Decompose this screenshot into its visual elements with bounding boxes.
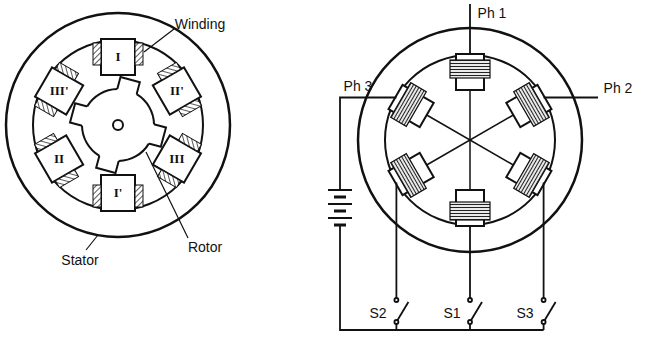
- part-label: Stator: [61, 253, 98, 267]
- rotor: [60, 67, 175, 182]
- pole-label: III: [169, 151, 184, 167]
- part-label: Winding: [175, 17, 226, 31]
- pole-label: I: [115, 49, 120, 65]
- phase-label: Ph 1: [478, 6, 507, 20]
- pole-label: II': [170, 83, 184, 99]
- part-label: Rotor: [188, 240, 222, 254]
- leader-lines: [86, 29, 188, 250]
- pole-label: III': [50, 83, 69, 99]
- motor-circuit: [328, 4, 598, 330]
- phase-label: Ph 3: [344, 79, 373, 93]
- switch-label: S3: [516, 306, 533, 320]
- switch-label: S1: [443, 306, 460, 320]
- stator-section: [6, 13, 230, 237]
- pole-label: I': [114, 185, 123, 201]
- cross-wires: [427, 90, 514, 190]
- wires: [340, 4, 598, 330]
- pole-label: II: [54, 151, 64, 167]
- switch-symbols: [394, 298, 555, 324]
- phase-label: Ph 2: [604, 81, 633, 95]
- battery-symbol: [328, 190, 352, 225]
- switch-label: S2: [369, 306, 386, 320]
